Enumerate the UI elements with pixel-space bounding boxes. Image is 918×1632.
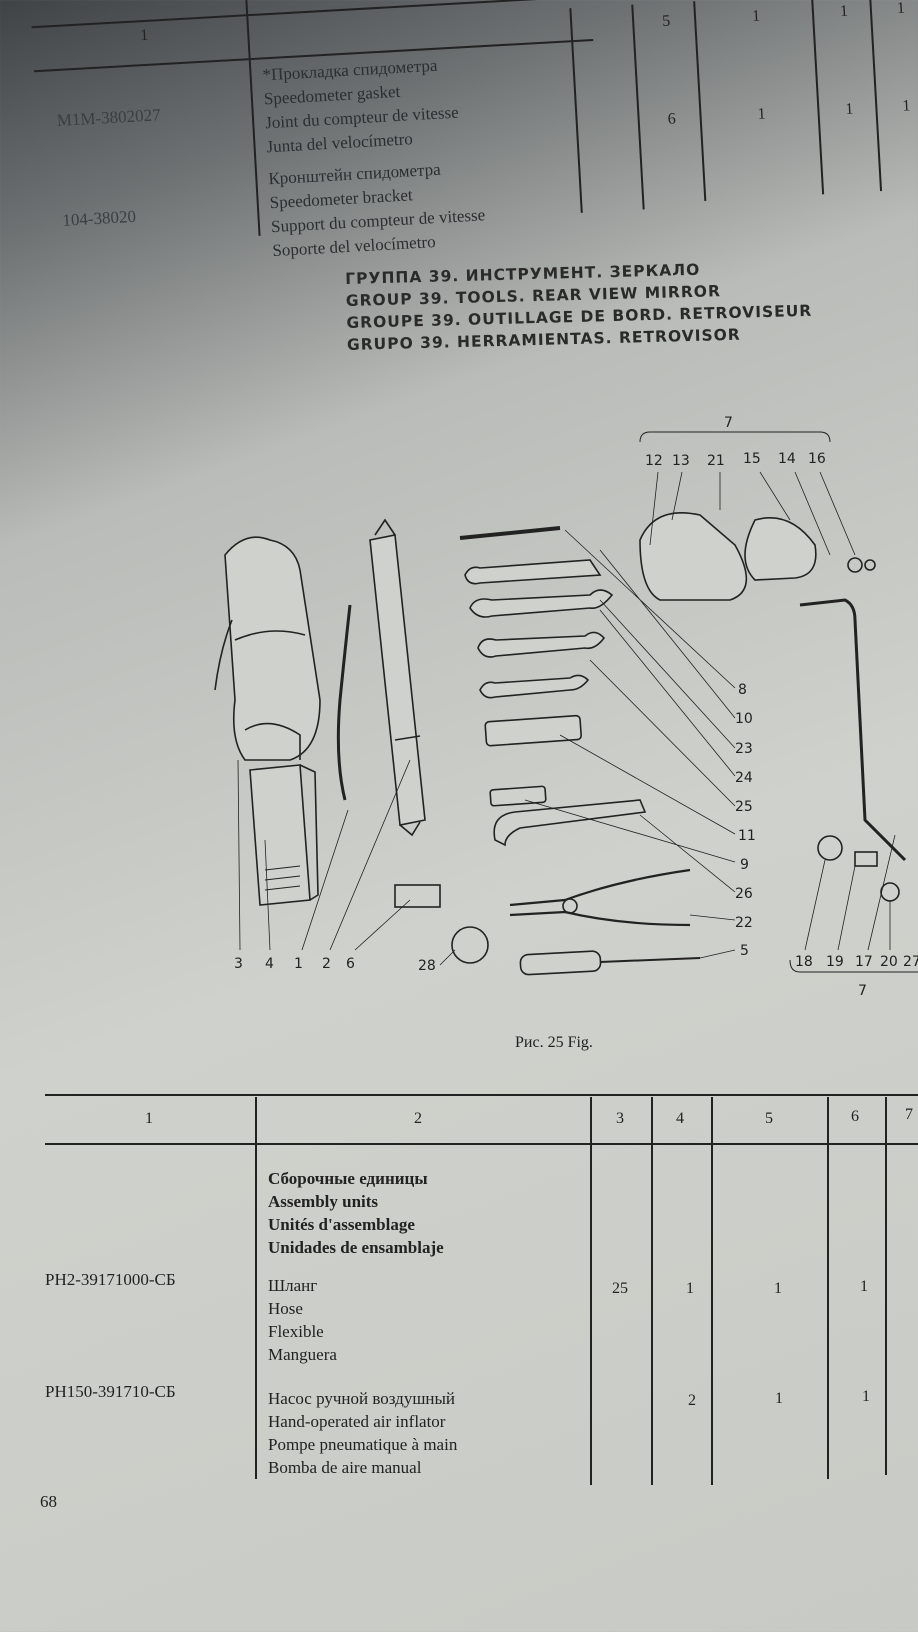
name-es: Bomba de aire manual [268, 1458, 422, 1477]
tool-bag-drawing [214, 536, 321, 761]
column-header-1: 1 [145, 1110, 153, 1127]
pressure-gauge-drawing [451, 926, 489, 964]
figure-caption: Рис. 25 Fig. [515, 1034, 593, 1051]
callout-label: 1 [294, 956, 303, 972]
tools-illustration: 7 12 13 21 15 14 16 8 10 23 24 25 11 9 2… [214, 415, 918, 999]
callout-label: 19 [826, 954, 844, 970]
callout-label: 6 [346, 956, 355, 972]
hose-drawing [336, 604, 352, 801]
callout-label: 22 [735, 915, 753, 931]
name-fr: Pompe pneumatique à main [268, 1435, 458, 1454]
part-number: РН2-39171000-СБ [45, 1270, 176, 1289]
screwdriver-drawing [519, 950, 701, 976]
name-en: Hand-operated air inflator [268, 1412, 446, 1431]
callout-label: 17 [855, 954, 873, 970]
callout-label: 20 [880, 954, 898, 970]
part-number: РН150-391710-СБ [45, 1382, 176, 1401]
figure-ref: 25 [612, 1280, 628, 1297]
pliers-drawing [509, 868, 691, 927]
callout-label: 23 [735, 741, 753, 757]
name-ru: Шланг [268, 1276, 318, 1295]
callout-label: 10 [735, 711, 753, 727]
callout-label: 28 [418, 958, 436, 974]
column-header-6: 6 [851, 1108, 859, 1125]
name-ru: Насос ручной воздушный [268, 1389, 456, 1408]
callout-label: 5 [740, 943, 749, 959]
part-names: Шланг Hose Flexible Manguera [268, 1274, 337, 1366]
qty: 1 [860, 1278, 868, 1295]
callout-label: 3 [234, 956, 243, 972]
part-names: Насос ручной воздушный Hand-operated air… [268, 1387, 457, 1479]
fitting-drawing [394, 884, 441, 908]
callout-label: 2 [322, 956, 331, 972]
qty: 1 [862, 1388, 870, 1405]
column-header-2: 2 [414, 1110, 422, 1127]
qty: 1 [774, 1280, 782, 1297]
box-drawing [249, 764, 319, 906]
callout-label: 12 [645, 453, 663, 469]
callout-label: 7 [724, 415, 733, 431]
column-header-4: 4 [676, 1110, 684, 1127]
callout-label: 4 [265, 956, 274, 972]
callout-label: 11 [738, 828, 756, 844]
column-header-3: 3 [616, 1110, 624, 1127]
callout-label: 25 [735, 799, 753, 815]
callout-label: 7 [858, 983, 867, 999]
callout-label: 14 [778, 451, 796, 467]
section-fr: Unités d'assemblage [268, 1215, 415, 1234]
column-header-7: 7 [905, 1106, 913, 1123]
callout-label: 9 [740, 857, 749, 873]
section-en: Assembly units [268, 1192, 379, 1211]
qty: 1 [686, 1280, 694, 1297]
name-es: Manguera [268, 1345, 337, 1364]
callout-label: 18 [795, 954, 813, 970]
callout-label: 27 [903, 954, 918, 970]
qty: 1 [775, 1390, 783, 1407]
section-ru: Сборочные единицы [268, 1169, 428, 1188]
callout-label: 8 [738, 682, 747, 698]
rear-view-mirror-drawing [639, 511, 876, 601]
callout-label: 24 [735, 770, 753, 786]
callout-label: 26 [735, 886, 753, 902]
section-es: Unidades de ensamblaje [268, 1238, 444, 1257]
page-number: 68 [40, 1492, 57, 1511]
callout-label: 16 [808, 451, 826, 467]
qty: 2 [688, 1392, 696, 1409]
callout-label: 21 [707, 453, 725, 469]
wrenches-drawing [459, 526, 647, 847]
name-fr: Flexible [268, 1322, 324, 1341]
section-heading: Сборочные единицы Assembly units Unités … [268, 1167, 444, 1259]
column-header-5: 5 [765, 1110, 773, 1127]
air-pump-drawing [369, 518, 426, 837]
name-en: Hose [268, 1299, 303, 1318]
callout-label: 15 [743, 451, 761, 467]
mirror-stem-drawing [799, 598, 907, 902]
callout-label: 13 [672, 453, 690, 469]
